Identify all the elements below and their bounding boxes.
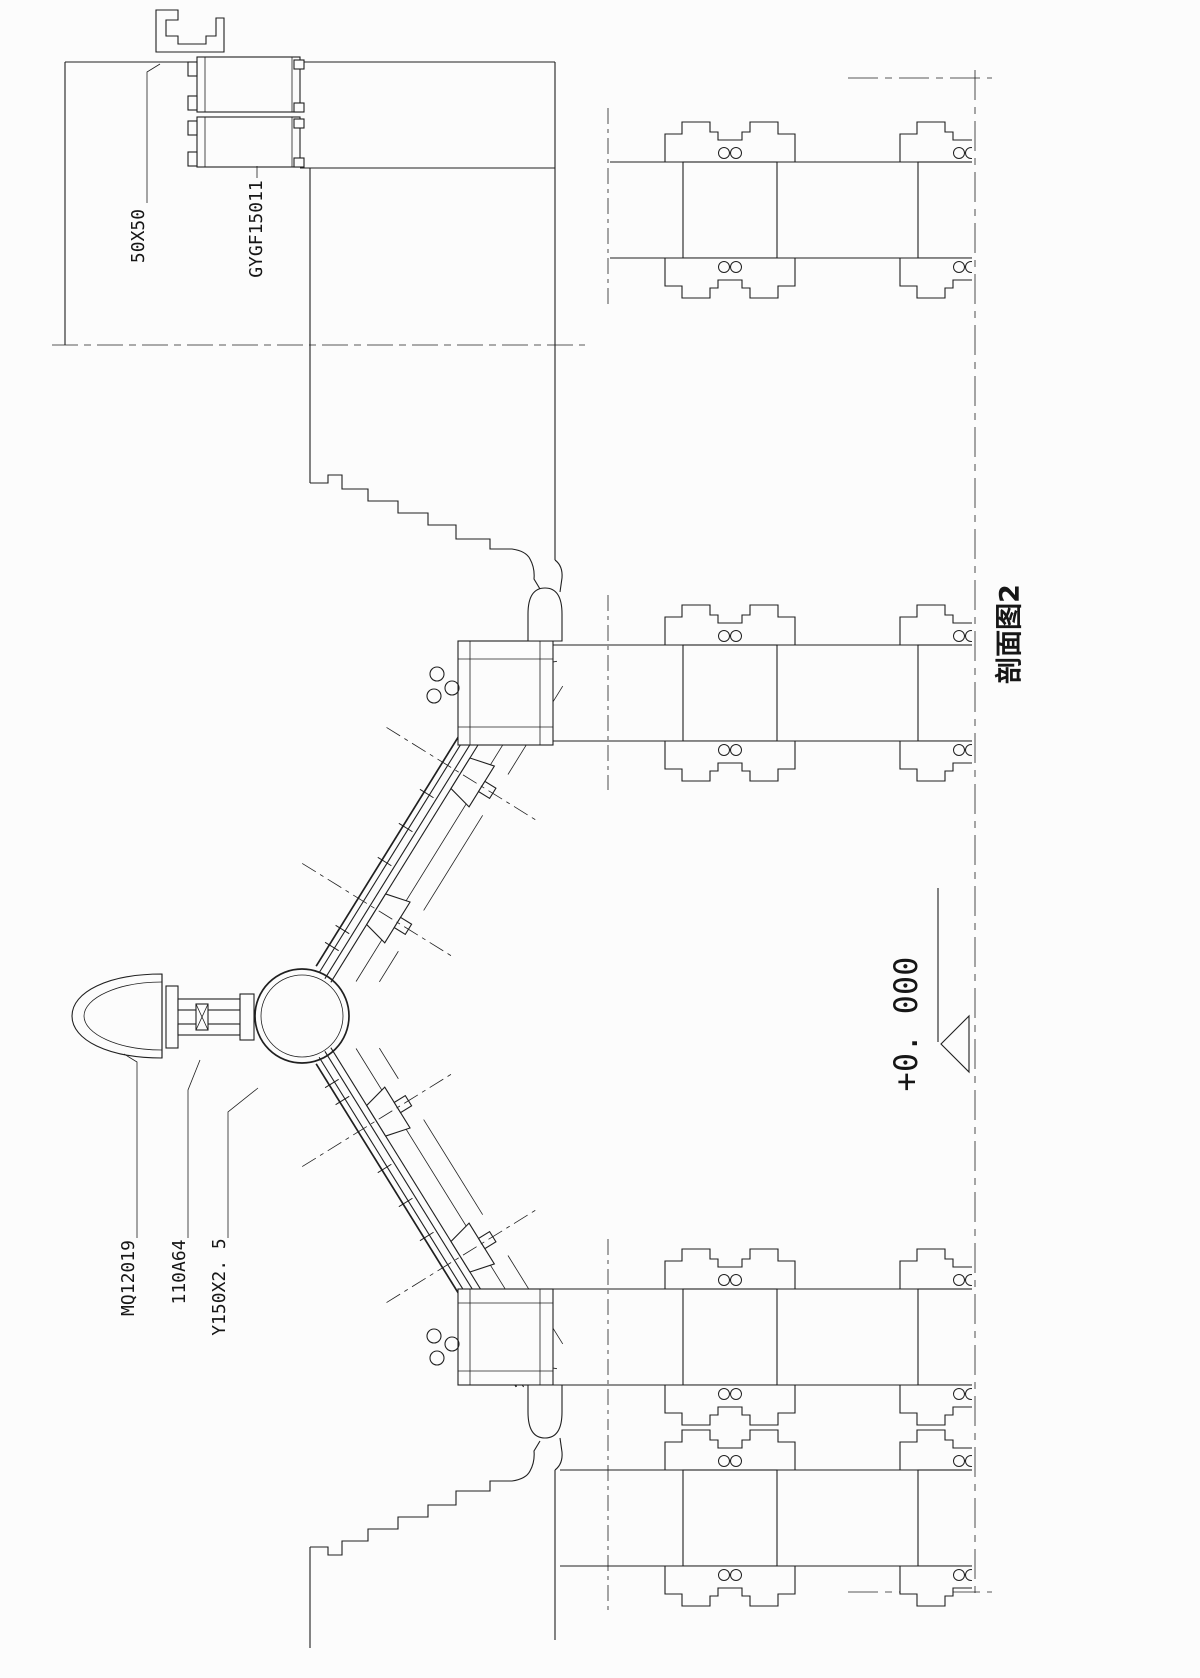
- mullion-section-clipped: [899, 121, 972, 299]
- dome-cap-bottom: [527, 1384, 563, 1439]
- callouts: 50X50 GYGF15011 MQ12019 110A64 Y150X2. 5: [118, 63, 267, 1336]
- eave-connector-bottom: [426, 1288, 563, 1439]
- level-marker: +0. 000: [887, 888, 970, 1092]
- callout-y150x2-5: Y150X2. 5: [209, 1238, 230, 1336]
- top-frame-band: [52, 61, 585, 560]
- dome-cap-top: [527, 587, 563, 642]
- v-frame-upper-arm: [256, 600, 619, 1033]
- section-title: 剖面图2: [994, 584, 1026, 684]
- callout-50x50: 50X50: [128, 209, 149, 263]
- mullion-section: [664, 1248, 796, 1426]
- top-corner-mullion-detail: [155, 9, 305, 168]
- mullion-section: [664, 1429, 796, 1607]
- level-triangle-icon: [940, 1014, 970, 1074]
- mullion-section: [664, 121, 796, 299]
- parapet-coping-top: [309, 474, 563, 593]
- ridge-assembly: [71, 968, 350, 1064]
- glazing-bay-bottom: [560, 1429, 972, 1607]
- glazing-bay-middle: [553, 604, 972, 782]
- mullion-section: [664, 604, 796, 782]
- eave-connector-top: [426, 587, 563, 746]
- callout-mq12019: MQ12019: [118, 1240, 139, 1316]
- v-frame-lower-arm: [256, 997, 619, 1430]
- mullion-section-clipped: [899, 1248, 972, 1426]
- callout-gygf15011: GYGF15011: [246, 180, 267, 278]
- ridge-pipe-section: [254, 968, 350, 1064]
- level-value: +0. 000: [887, 957, 925, 1092]
- parapet-coping-bottom: [309, 1437, 563, 1556]
- glazing-bay-top: [610, 121, 972, 299]
- steel-tube-50x50: [155, 9, 225, 53]
- mullion-section-clipped: [899, 1429, 972, 1607]
- aluminum-profile-upper: [196, 56, 301, 113]
- callout-110a64: 110A64: [169, 1239, 190, 1304]
- aluminum-profile-lower: [196, 116, 301, 168]
- glazing-bay-lower: [553, 1248, 972, 1426]
- oval-end-cap: [71, 973, 163, 1059]
